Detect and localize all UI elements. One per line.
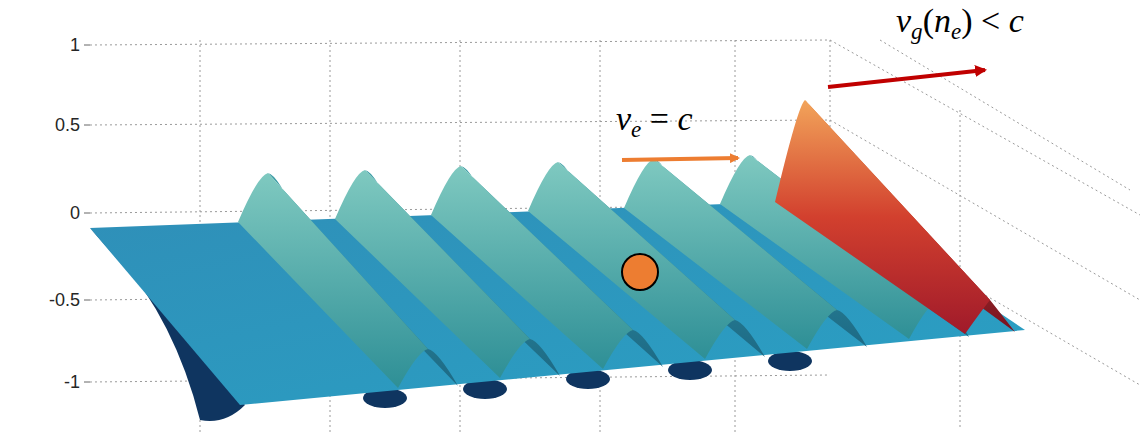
axis-tick-label: -0.5 [49, 290, 80, 311]
velocity-label: vg(ne) < c [896, 2, 1024, 45]
group-velocity-arrow [828, 70, 985, 87]
grid [90, 40, 1140, 432]
axis-ticks [84, 45, 90, 382]
electron [622, 254, 658, 290]
axis-tick-label: -1 [64, 372, 80, 393]
axis-tick-label: 1 [70, 35, 80, 56]
axis-tick-label: 0.5 [55, 115, 80, 136]
laser-pulse [775, 100, 1015, 334]
velocity-label: ve = c [616, 100, 693, 143]
axis-tick-label: 0 [70, 203, 80, 224]
electron-velocity-arrow [622, 158, 738, 160]
